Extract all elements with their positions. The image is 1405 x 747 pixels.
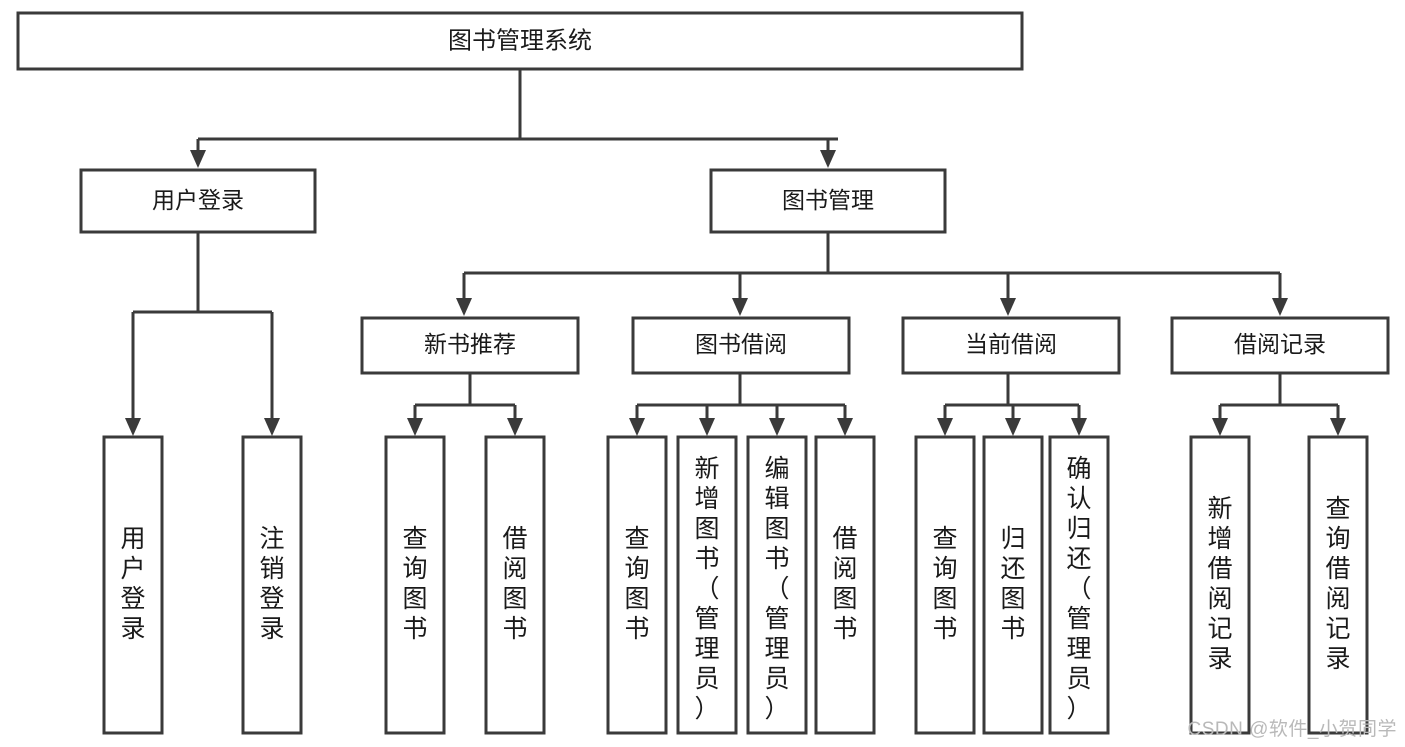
leaf-node-box[interactable] [1189, 435, 1251, 735]
leaf-node[interactable]: 查询图书 [914, 435, 976, 735]
node-root[interactable]: 图书管理系统 [16, 11, 1024, 71]
arrowhead-new-book [456, 298, 472, 316]
leaf-node[interactable]: 借阅图书 [814, 435, 876, 735]
leaf-node[interactable]: 注销登录 [241, 435, 303, 735]
leaf-node[interactable]: 查询借阅记录 [1307, 435, 1369, 735]
node-borrow-record-label: 借阅记录 [1234, 331, 1326, 357]
connector-user-login-to-leaves [125, 232, 280, 436]
leaf-node[interactable]: 新增图书（管理员） [676, 435, 738, 735]
connector-book-mgmt-to-level3 [456, 232, 1288, 316]
leaf-node[interactable]: 借阅图书 [484, 435, 546, 735]
leaf-node-box[interactable] [914, 435, 976, 735]
node-borrow-record-box[interactable] [1170, 316, 1390, 375]
leaf-node-label: 新增图书（管理员） [694, 455, 719, 723]
leaf-node-label: 注销登录 [259, 525, 284, 643]
arrowhead-cb-query [937, 418, 953, 436]
node-current-borrow-label: 当前借阅 [965, 331, 1057, 357]
connector-root-to-level2 [190, 69, 838, 168]
arrowhead-br-add [1212, 418, 1228, 436]
arrowhead-user-login [190, 150, 206, 168]
arrowhead-nb-borrow [507, 418, 523, 436]
arrowhead-bw-edit [769, 418, 785, 436]
leaf-node-box[interactable] [241, 435, 303, 735]
connector-new-book-to-leaves [407, 373, 523, 436]
leaf-node[interactable]: 查询图书 [606, 435, 668, 735]
node-current-borrow-box[interactable] [901, 316, 1121, 375]
leaf-node[interactable]: 用户登录 [102, 435, 164, 735]
node-user-login-box[interactable] [79, 168, 317, 234]
leaf-node-label: 确认归还（管理员） [1066, 455, 1091, 723]
leaf-node[interactable]: 确认归还（管理员） [1048, 435, 1110, 735]
arrowhead-bw-borrow [837, 418, 853, 436]
leaf-node[interactable]: 查询图书 [384, 435, 446, 735]
leaf-node-label: 查询图书 [624, 525, 649, 643]
node-user-login[interactable]: 用户登录 [79, 168, 317, 234]
leaf-node-box[interactable] [1307, 435, 1369, 735]
arrowhead-borrow-record [1272, 298, 1288, 316]
arrowhead-current-borrow [1000, 298, 1016, 316]
node-book-management-box[interactable] [709, 168, 947, 234]
leaf-node[interactable]: 编辑图书（管理员） [746, 435, 808, 735]
leaf-node-box[interactable] [1048, 435, 1110, 735]
leaf-node-box[interactable] [484, 435, 546, 735]
node-book-management[interactable]: 图书管理 [709, 168, 947, 234]
arrowhead-bw-add [699, 418, 715, 436]
arrowhead-leaf-user-login [125, 418, 141, 436]
arrowhead-br-query [1330, 418, 1346, 436]
connector-current-borrow-to-leaves [937, 373, 1087, 436]
node-book-borrow-label: 图书借阅 [695, 331, 787, 357]
node-new-book-recommend-box[interactable] [360, 316, 580, 375]
connector-borrow-record-to-leaves [1212, 373, 1346, 436]
leaf-node[interactable]: 归还图书 [982, 435, 1044, 735]
leaf-node[interactable]: 新增借阅记录 [1189, 435, 1251, 735]
leaf-node-label: 查询图书 [932, 525, 957, 643]
leaf-node-box[interactable] [746, 435, 808, 735]
node-book-borrow[interactable]: 图书借阅 [631, 316, 851, 375]
node-book-management-label: 图书管理 [782, 187, 874, 213]
node-user-login-label: 用户登录 [152, 187, 244, 213]
arrowhead-nb-query [407, 418, 423, 436]
leaf-node-label: 新增借阅记录 [1207, 495, 1232, 673]
leaf-node-label: 借阅图书 [832, 525, 857, 643]
leaf-node-label: 归还图书 [1000, 525, 1025, 643]
leaf-node-label: 借阅图书 [502, 525, 527, 643]
node-root-box[interactable] [16, 11, 1024, 71]
leaf-node-box[interactable] [384, 435, 446, 735]
leaf-node-box[interactable] [676, 435, 738, 735]
leaf-node-box[interactable] [102, 435, 164, 735]
leaf-node-box[interactable] [814, 435, 876, 735]
arrowhead-cb-confirm [1071, 418, 1087, 436]
connector-borrow-to-leaves [629, 373, 853, 436]
node-current-borrow[interactable]: 当前借阅 [901, 316, 1121, 375]
leaf-node-label: 查询图书 [402, 525, 427, 643]
leaf-node-label: 查询借阅记录 [1325, 495, 1350, 673]
leaf-node-box[interactable] [606, 435, 668, 735]
arrowhead-leaf-logout [264, 418, 280, 436]
arrowhead-book-borrow [732, 298, 748, 316]
arrowhead-book-mgmt [820, 150, 836, 168]
node-new-book-recommend-label: 新书推荐 [424, 331, 516, 357]
node-borrow-record[interactable]: 借阅记录 [1170, 316, 1390, 375]
node-new-book-recommend[interactable]: 新书推荐 [360, 316, 580, 375]
node-book-borrow-box[interactable] [631, 316, 851, 375]
node-root-label: 图书管理系统 [448, 27, 592, 54]
leaf-node-layer: 用户登录 注销登录 查询图书 借阅图书 查询图书 新增图书（管理员） 编辑图书（管理员） 借阅… [102, 435, 1369, 735]
leaf-node-label: 编辑图书（管理员） [764, 455, 789, 723]
arrowhead-cb-return [1005, 418, 1021, 436]
leaf-node-box[interactable] [982, 435, 1044, 735]
leaf-node-label: 用户登录 [120, 525, 145, 643]
arrowhead-bw-query [629, 418, 645, 436]
